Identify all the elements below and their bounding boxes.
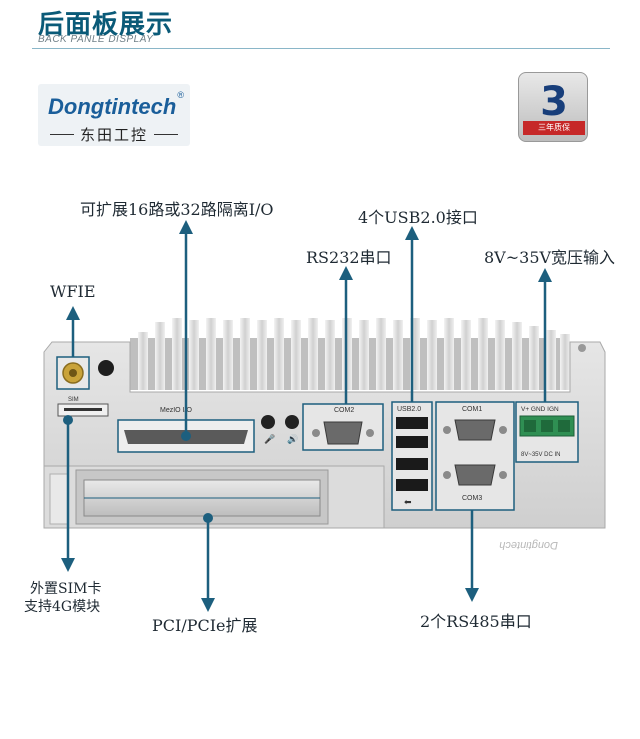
usb-port-2[interactable]	[396, 436, 428, 448]
logo-brand-text: Dongtintech	[48, 94, 177, 119]
callout-isolated-io: 可扩展16路或32路隔离I/O	[80, 200, 274, 219]
callout-sim-line2: 支持4G模块	[24, 599, 101, 615]
usb-port-4[interactable]	[396, 479, 428, 491]
power-button[interactable]	[98, 360, 114, 376]
logo-line-right	[154, 134, 178, 135]
com1-port[interactable]	[454, 419, 496, 441]
arrow-pci-dot	[203, 513, 213, 523]
warranty-number: 3	[540, 79, 568, 125]
usb-icon: ⬅	[404, 497, 412, 507]
com2-screw-right	[366, 429, 374, 437]
usb-port-1[interactable]	[396, 417, 428, 429]
com3-port[interactable]	[454, 464, 496, 486]
header-divider	[32, 48, 610, 49]
arrow-rs485-head	[465, 588, 479, 602]
page-subtitle: BACK PANLE DISPLAY	[38, 34, 154, 45]
logo-registered-mark: ®	[177, 90, 184, 100]
chassis-engraving: Dongtintech	[499, 539, 558, 551]
chassis-screw	[578, 344, 586, 352]
arrow-rs232-head	[339, 266, 353, 280]
brand-logo: Dongtintech ® 东田工控	[38, 84, 190, 146]
com1-label: COM1	[462, 406, 482, 413]
page-title: 后面板展示	[38, 10, 174, 40]
line-out-jack[interactable]	[285, 415, 299, 429]
microphone-icon: 🎤	[264, 433, 275, 444]
com2-port[interactable]	[323, 421, 363, 445]
arrow-pci-head	[201, 598, 215, 612]
arrow-isolated-io-head	[179, 220, 193, 234]
callout-usb: 4个USB2.0接口	[358, 208, 478, 227]
speaker-icon: 🔊	[287, 433, 298, 445]
logo-chinese-name: 东田工控	[79, 126, 148, 144]
arrow-usb-head	[405, 226, 419, 240]
callout-rs232: RS232串口	[306, 248, 392, 267]
com1-com3-frame	[435, 401, 515, 511]
callout-power: 8V~35V宽压输入	[484, 248, 616, 267]
com2-screw-left	[312, 429, 320, 437]
power-rating-label: 8V~35V DC IN	[521, 452, 561, 458]
power-pin-gnd	[541, 420, 553, 432]
power-pins-label: V+ GND IGN	[521, 406, 559, 413]
usb-label: USB2.0	[397, 406, 421, 413]
warranty-text: 三年质保	[523, 121, 585, 135]
com3-screw-right	[499, 471, 507, 479]
callout-pci: PCI/PCIe扩展	[152, 616, 258, 635]
arrow-isolated-io-dot	[181, 431, 191, 441]
mic-jack[interactable]	[261, 415, 275, 429]
callout-sim-line1: 外置SIM卡	[30, 581, 102, 597]
arrow-wifi-head	[66, 306, 80, 320]
callout-rs485: 2个RS485串口	[420, 612, 532, 631]
com1-screw-left	[443, 426, 451, 434]
com3-screw-left	[443, 471, 451, 479]
arrow-sim-head	[61, 558, 75, 572]
sim-slot-opening	[64, 408, 102, 411]
callout-wifi: WFIE	[50, 282, 96, 301]
com3-label: COM3	[462, 495, 482, 502]
arrow-power-head	[538, 268, 552, 282]
mezio-label: MezIO I/O	[160, 407, 192, 414]
arrow-sim-dot	[63, 415, 73, 425]
usb-port-3[interactable]	[396, 458, 428, 470]
sim-slot-label: SIM	[68, 397, 79, 403]
callout-arrows	[61, 220, 552, 612]
logo-line-left	[50, 134, 74, 135]
wifi-antenna-connector	[56, 356, 90, 390]
warranty-badge: 3 三年质保	[518, 72, 588, 142]
heatsink	[130, 318, 570, 390]
expansion-side-panel	[49, 473, 69, 525]
power-pin-ign	[558, 420, 570, 432]
com1-screw-right	[499, 426, 507, 434]
power-pin-vplus	[524, 420, 536, 432]
com2-label: COM2	[334, 407, 354, 414]
